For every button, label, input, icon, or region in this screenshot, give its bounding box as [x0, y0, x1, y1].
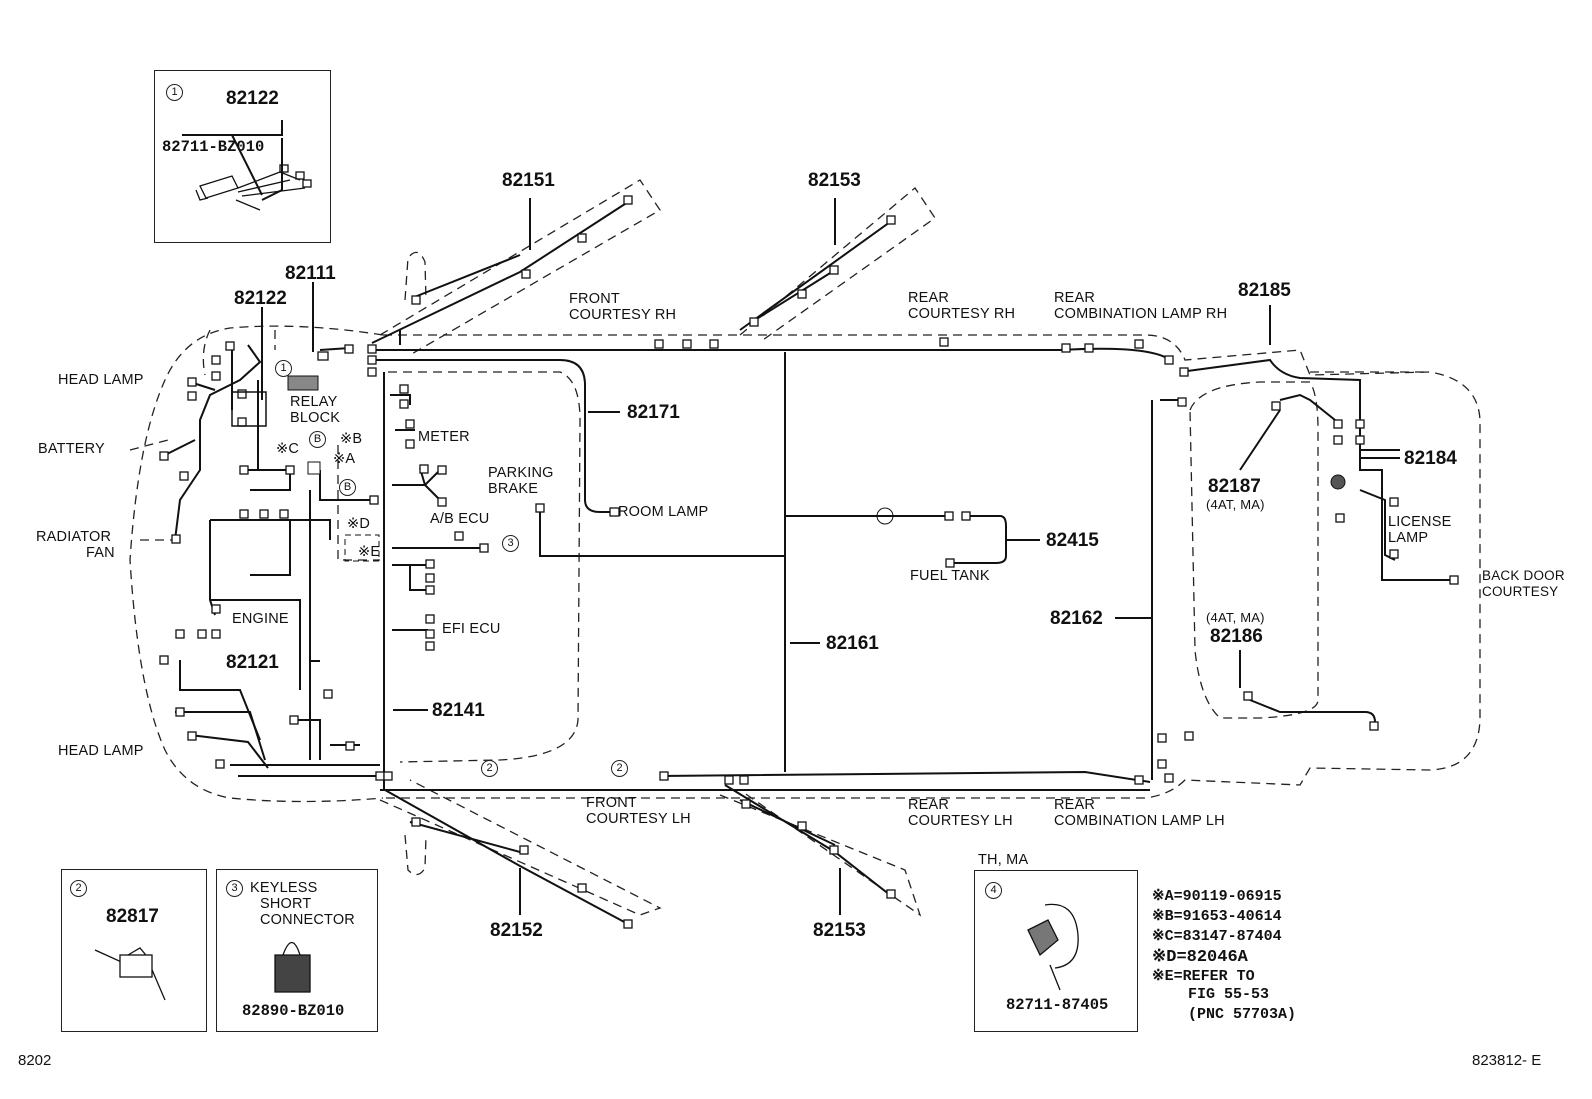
part-82187: 82187: [1208, 476, 1261, 497]
label-engine: ENGINE: [232, 611, 289, 627]
label-option-82186: (4AT, MA): [1206, 610, 1265, 625]
label-option-82187: (4AT, MA): [1206, 497, 1265, 512]
label-rear-comb-lamp-rh-1: REAR: [1054, 290, 1096, 306]
label-rear-courtesy-rh-2: COURTESY RH: [908, 306, 1016, 322]
part-82121: 82121: [226, 652, 279, 673]
part-82122: 82122: [234, 288, 287, 309]
inset-3-box: [216, 869, 378, 1032]
callout-3-on-car: 3: [502, 535, 519, 552]
label-efi-ecu: EFI ECU: [442, 621, 501, 637]
part-82153-top: 82153: [808, 170, 861, 191]
circle-b-upper: B: [309, 431, 326, 448]
inset-4-part-number: 82711-87405: [1006, 996, 1109, 1014]
note-a: ※A=90119-06915: [1152, 888, 1282, 905]
label-front-courtesy-rh-1: FRONT: [569, 291, 620, 307]
label-rear-comb-lamp-lh-1: REAR: [1054, 797, 1096, 813]
callout-2-on-car-b: 2: [611, 760, 628, 777]
callout-1-on-car: 1: [275, 360, 292, 377]
label-rear-courtesy-lh-2: COURTESY LH: [908, 813, 1013, 829]
inset-1-sub-part-number: 82711-BZ010: [162, 138, 265, 156]
label-room-lamp: ROOM LAMP: [618, 504, 709, 520]
inset-4-condition: TH, MA: [978, 852, 1029, 868]
mark-e: ※E: [358, 544, 381, 560]
note-d: ※D=82046A: [1152, 948, 1248, 967]
mark-d: ※D: [347, 516, 371, 532]
label-license-lamp-2: LAMP: [1388, 530, 1429, 546]
part-82111: 82111: [285, 263, 336, 284]
label-front-courtesy-rh-2: COURTESY RH: [569, 307, 677, 323]
part-82186: 82186: [1210, 626, 1263, 647]
inset-art: [94, 164, 1079, 1001]
part-82151: 82151: [502, 170, 555, 191]
label-rear-courtesy-lh-1: REAR: [908, 797, 950, 813]
label-back-door-1: BACK DOOR: [1482, 568, 1565, 583]
inset-2-part-number: 82817: [106, 906, 159, 927]
footer-left-code: 8202: [18, 1052, 52, 1069]
note-e: ※E=REFER TO: [1152, 968, 1255, 985]
callout-1-circle: 1: [166, 84, 183, 101]
inset-3-title-line-1: KEYLESS: [250, 880, 318, 896]
inset-3-title-line-2: SHORT: [260, 896, 312, 912]
note-e-pnc: (PNC 57703A): [1188, 1006, 1297, 1023]
footnotes: ※A=90119-06915 ※B=91653-40614 ※C=83147-8…: [1152, 886, 1296, 1026]
note-b: ※B=91653-40614: [1152, 908, 1282, 925]
label-radiator: RADIATOR: [36, 529, 112, 545]
label-block: BLOCK: [290, 410, 341, 426]
part-82162: 82162: [1050, 608, 1103, 629]
callout-4-circle: 4: [985, 882, 1002, 899]
mark-c: ※C: [276, 441, 300, 457]
inset-1-part-number: 82122: [226, 88, 279, 109]
components: [231, 375, 1346, 562]
label-brake: BRAKE: [488, 481, 539, 497]
note-e-fig: FIG 55-53: [1188, 986, 1270, 1003]
mark-b: ※B: [340, 431, 363, 447]
harness-lines: [164, 120, 1450, 925]
note-c: ※C=83147-87404: [1152, 928, 1282, 945]
part-82152: 82152: [490, 920, 543, 941]
inset-2-box: [61, 869, 207, 1032]
inset-4-box: [974, 870, 1138, 1032]
part-82185: 82185: [1238, 280, 1291, 301]
label-back-door-2: COURTESY: [1482, 584, 1559, 599]
label-fan: FAN: [86, 545, 115, 561]
label-license-lamp-1: LICENSE: [1388, 514, 1452, 530]
circle-b-lower: B: [339, 479, 356, 496]
label-relay: RELAY: [290, 394, 338, 410]
callout-3-circle: 3: [226, 880, 243, 897]
label-front-courtesy-lh-2: COURTESY LH: [586, 811, 691, 827]
label-head-lamp-bottom: HEAD LAMP: [58, 743, 144, 759]
label-battery: BATTERY: [38, 441, 105, 457]
part-82415: 82415: [1046, 530, 1099, 551]
part-82184: 82184: [1404, 448, 1457, 469]
label-rear-courtesy-rh-1: REAR: [908, 290, 950, 306]
inset-1-box: [154, 70, 331, 243]
part-82161: 82161: [826, 633, 879, 654]
mark-a: ※A: [333, 451, 356, 467]
label-front-courtesy-lh-1: FRONT: [586, 795, 637, 811]
footer-right-code: 823812- E: [1472, 1052, 1542, 1069]
label-head-lamp-top: HEAD LAMP: [58, 372, 144, 388]
part-82171: 82171: [627, 402, 680, 423]
label-ab-ecu: A/B ECU: [430, 511, 490, 527]
inset-3-title-line-3: CONNECTOR: [260, 912, 355, 928]
part-82141: 82141: [432, 700, 485, 721]
callout-2-on-car-a: 2: [481, 760, 498, 777]
label-parking: PARKING: [488, 465, 554, 481]
label-rear-comb-lamp-rh-2: COMBINATION LAMP RH: [1054, 306, 1228, 322]
inset-3-part-number: 82890-BZ010: [242, 1002, 345, 1020]
connectors: [159, 195, 1459, 929]
vehicle-outline: [129, 179, 1481, 917]
label-rear-comb-lamp-lh-2: COMBINATION LAMP LH: [1054, 813, 1225, 829]
label-meter: METER: [418, 429, 470, 445]
callout-2-circle: 2: [70, 880, 87, 897]
part-82153-bottom: 82153: [813, 920, 866, 941]
label-fuel-tank: FUEL TANK: [910, 568, 990, 584]
